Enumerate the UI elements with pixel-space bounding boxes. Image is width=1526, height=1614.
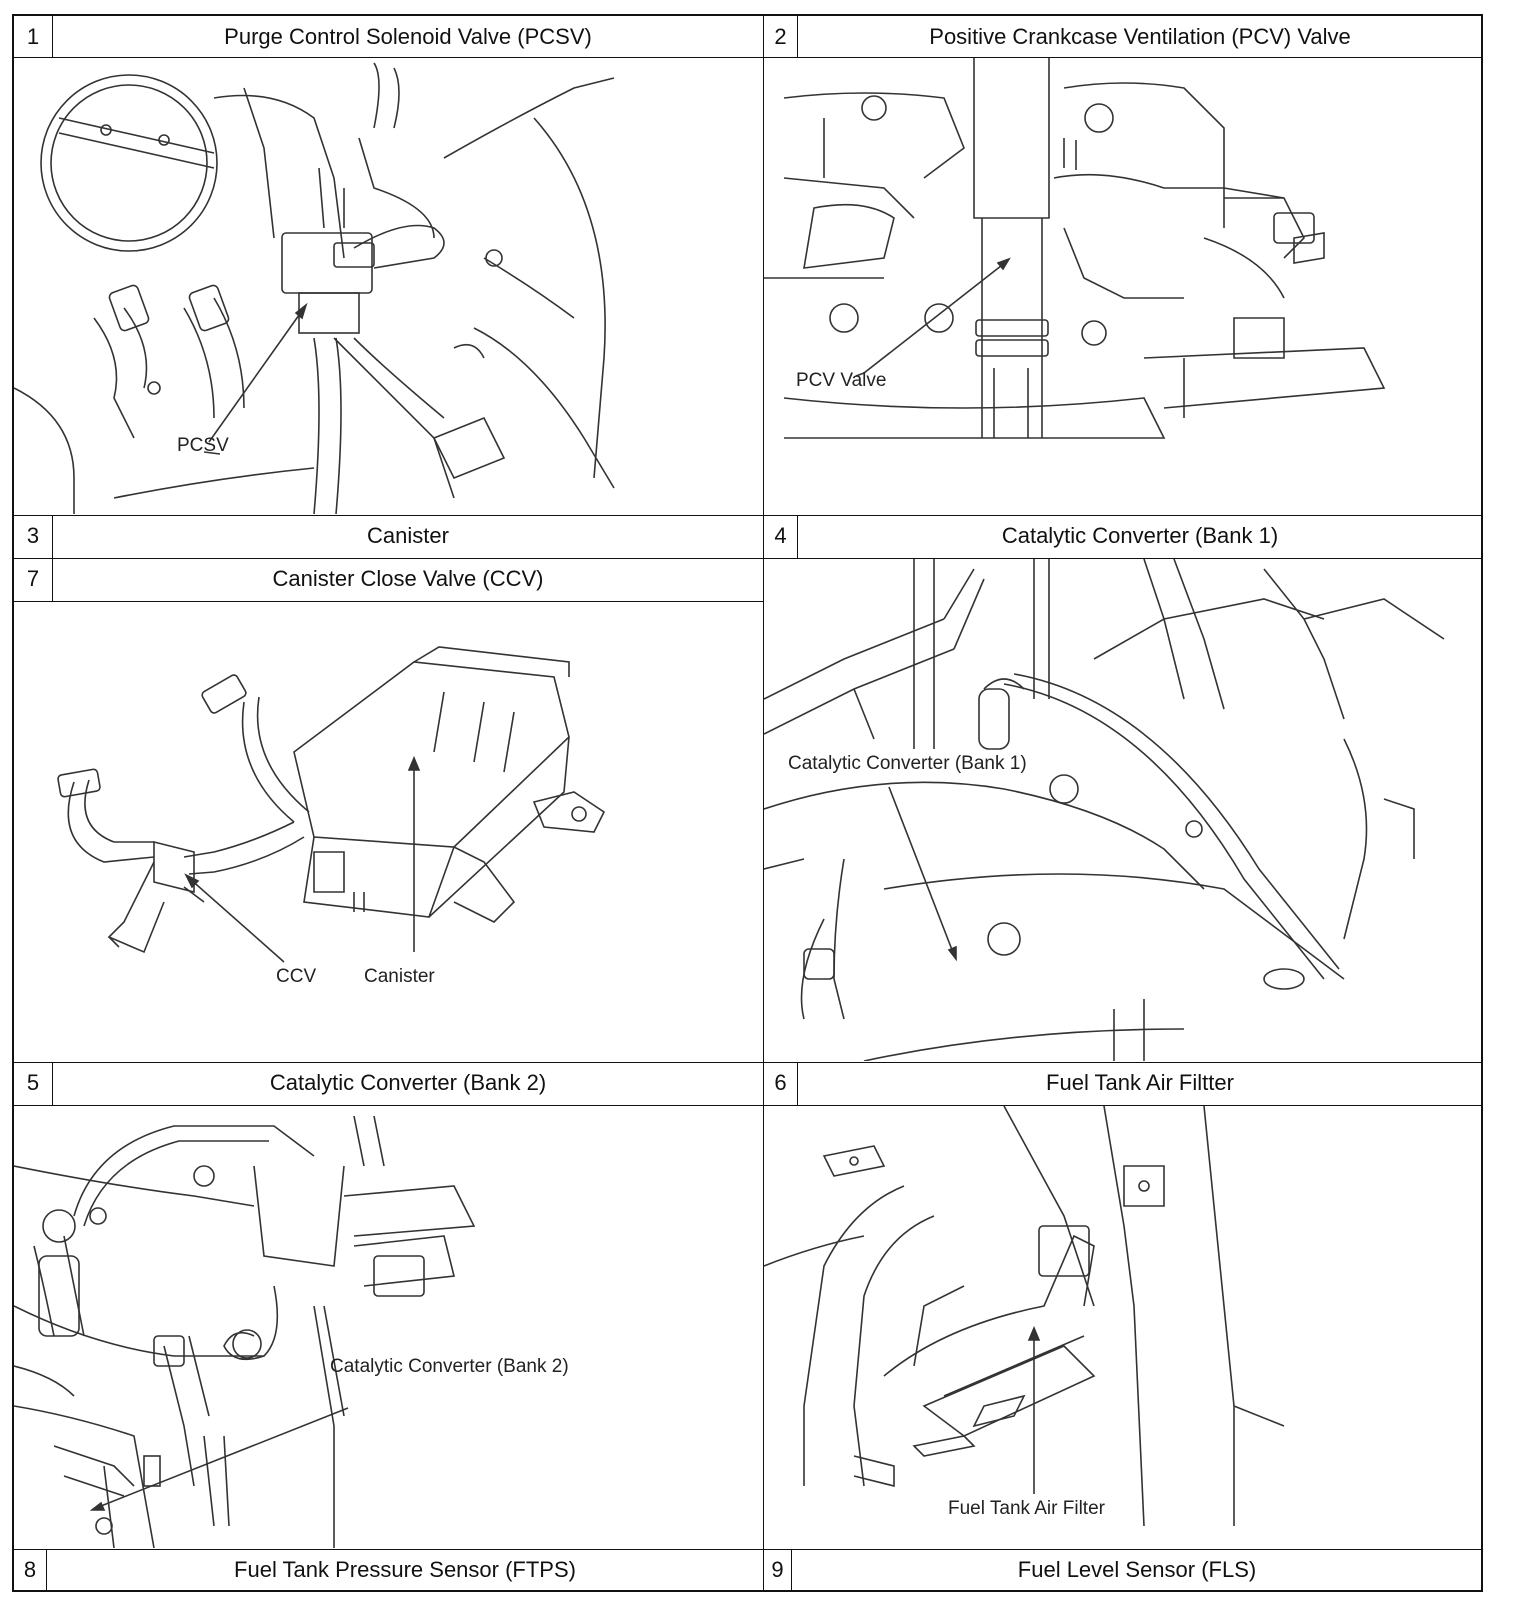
cell-title-7: Canister Close Valve (CCV) [272,566,544,591]
rule [13,601,764,602]
cell-title-5: Catalytic Converter (Bank 2) [269,1070,547,1095]
cell-title-4: Catalytic Converter (Bank 1) [1001,523,1279,548]
rule [52,1062,53,1105]
cell-title-2: Positive Crankcase Ventilation (PCV) Val… [929,24,1351,49]
component-table [12,14,1483,1592]
cell-number-5: 5 [26,1070,40,1095]
rule [52,15,53,57]
cell-number-9: 9 [771,1557,784,1582]
fuel-tank-air-filter-illustration: Fuel Tank Air Filter [764,1106,1482,1548]
cell-number-4: 4 [774,523,787,548]
rule [13,1549,1482,1550]
cell-title-9: Fuel Level Sensor (FLS) [1017,1557,1257,1582]
rule [791,1549,792,1591]
rule [13,57,1482,58]
fuel-tank-air-filter-callout: Fuel Tank Air Filter [948,1498,1106,1519]
pcv-valve-illustration: PCV Valve [764,58,1482,514]
rule [797,1062,798,1105]
cell-number-7: 7 [26,566,40,591]
rule [13,515,1482,516]
rule [13,1062,1482,1063]
canister-ccv-illustration: CCV Canister [14,602,763,1061]
canister-callout: Canister [364,966,435,987]
catalytic-converter-bank1-callout: Catalytic Converter (Bank 1) [788,753,1027,774]
pcsv-illustration: PCSV [14,58,763,514]
cell-title-8: Fuel Tank Pressure Sensor (FTPS) [234,1557,576,1582]
catalytic-converter-bank2-callout: Catalytic Converter (Bank 2) [330,1356,569,1377]
catalytic-converter-bank1-illustration: Catalytic Converter (Bank 1) [764,559,1482,1061]
cell-number-6: 6 [774,1070,787,1095]
cell-title-1: Purge Control Solenoid Valve (PCSV) [224,24,592,49]
rule [797,515,798,558]
pcsv-callout: PCSV [177,435,229,456]
cell-number-8: 8 [23,1557,37,1582]
rule [797,15,798,57]
cell-number-3: 3 [26,523,40,548]
rule [13,1105,1482,1106]
rule [763,15,764,1591]
catalytic-converter-bank2-illustration: Catalytic Converter (Bank 2) [14,1106,763,1548]
cell-title-3: Canister [367,523,449,548]
rule [46,1549,47,1591]
rule [52,515,53,601]
cell-number-1: 1 [26,24,40,49]
cell-title-6: Fuel Tank Air Filtter [1046,1070,1234,1095]
ccv-callout: CCV [276,966,316,987]
pcv-valve-callout: PCV Valve [796,370,886,391]
rule [13,558,1482,559]
cell-number-2: 2 [774,24,787,49]
